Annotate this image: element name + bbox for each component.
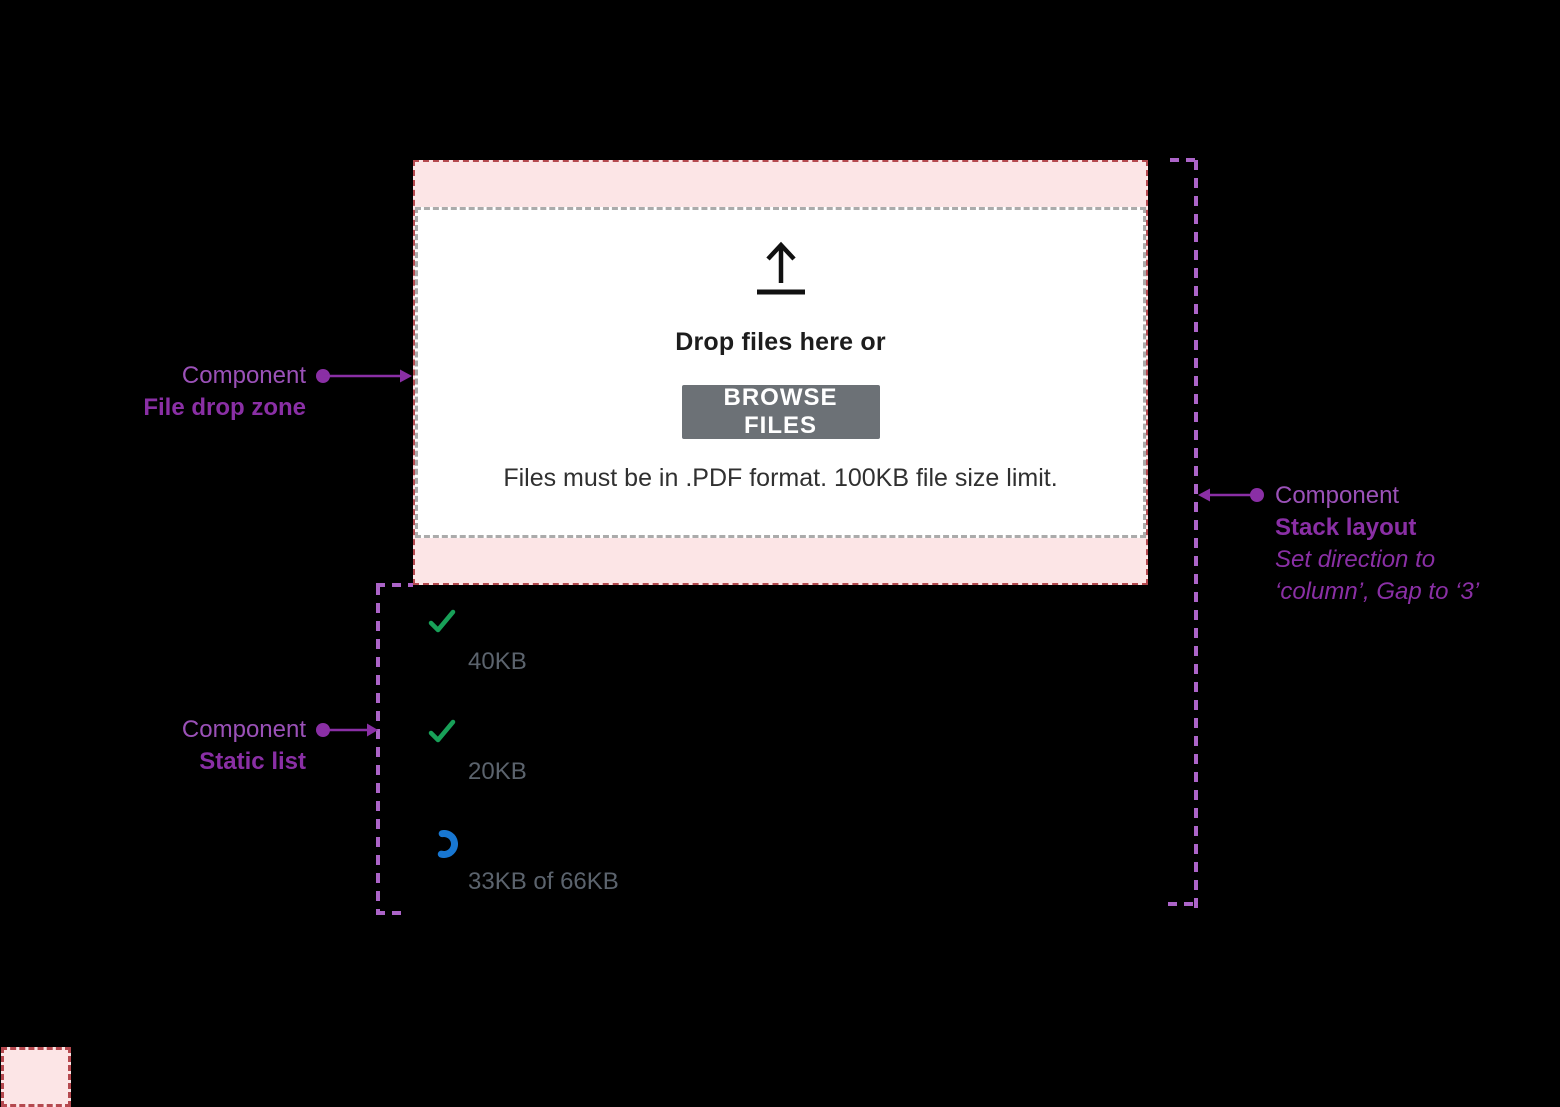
annotation-label: Component — [181, 716, 306, 743]
file-size-label: 20KB — [468, 758, 527, 785]
spinner-icon — [430, 830, 458, 858]
dropzone-note: Files must be in .PDF format. 100KB file… — [503, 464, 1058, 492]
annotation-hint-line2: ‘column’, Gap to ‘3’ — [1275, 578, 1480, 605]
list-item: 20KB — [428, 718, 688, 798]
file-size-label: 40KB — [468, 648, 527, 675]
annotation-static-list: Component Static list — [0, 714, 306, 778]
annotation-hint-line1: Set direction to — [1275, 546, 1436, 573]
stack-layout-guide-line — [1194, 160, 1198, 908]
stack-layout-guide-bottom-stub — [1168, 902, 1196, 906]
annotation-component-name: Static list — [199, 748, 306, 775]
dropzone-heading: Drop files here or — [675, 328, 886, 356]
padding-swatch-box — [1, 1047, 71, 1107]
annotation-file-drop-zone: Component File drop zone — [0, 360, 306, 424]
upload-arrow-icon — [756, 241, 805, 295]
arrow-to-stack-layout — [1198, 488, 1264, 502]
browse-files-button[interactable]: BROWSE FILES — [681, 384, 880, 439]
file-size-label: 33KB of 66KB — [468, 868, 619, 895]
annotation-label: Component — [1275, 482, 1400, 509]
stack-layout-guide-top-stub — [1170, 158, 1197, 162]
static-list-guide-bottom-stub — [376, 911, 402, 915]
annotation-label: Component — [181, 362, 306, 389]
check-icon — [428, 609, 456, 633]
annotation-stack-layout: Component Stack layout Set direction to … — [1275, 480, 1555, 608]
check-icon — [428, 719, 456, 743]
annotation-component-name: Stack layout — [1275, 514, 1417, 541]
arrow-to-static-list — [316, 723, 378, 737]
arrow-to-file-drop-zone — [316, 369, 412, 383]
static-list-guide-top-stub — [376, 583, 413, 587]
list-item: 33KB of 66KB — [428, 828, 688, 908]
file-drop-area[interactable]: Drop files here or BROWSE FILES Files mu… — [415, 207, 1146, 538]
list-item: 40KB — [428, 608, 688, 688]
annotation-component-name: File drop zone — [143, 394, 306, 421]
file-drop-zone[interactable]: Drop files here or BROWSE FILES Files mu… — [413, 160, 1148, 585]
static-list-guide-line — [376, 585, 380, 915]
